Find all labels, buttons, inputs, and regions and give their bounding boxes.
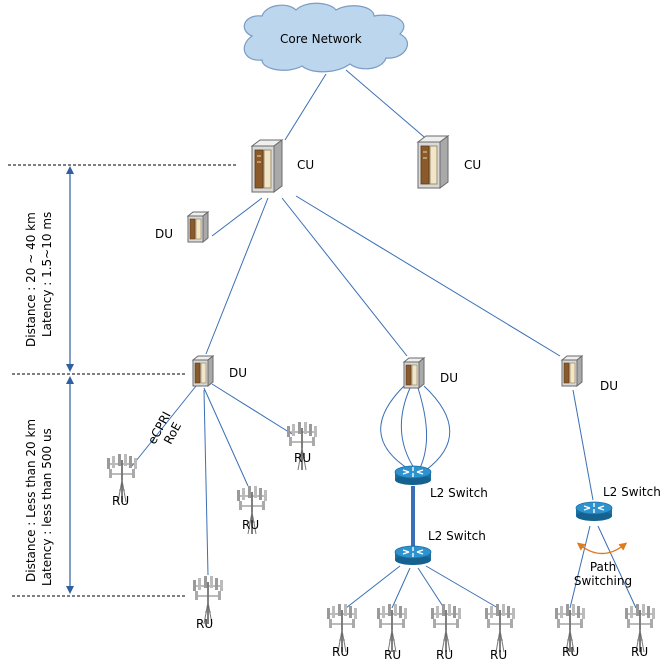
ru-label: RU [294, 451, 312, 465]
cu-second-label: CU [464, 158, 482, 172]
ru-label: RU [436, 648, 454, 662]
link-du-mid-sw-c [417, 387, 427, 469]
link-du-right-sw [572, 389, 594, 501]
link-du-left-ru1 [131, 385, 197, 467]
link-du-mid-sw-a [380, 385, 411, 471]
ru-tower-icon [430, 603, 462, 653]
link-sw-right-ru1 [569, 525, 591, 609]
l2-switch-upper-label: L2 Switch [430, 486, 488, 500]
lower-distance-label: Distance : Less than 20 km [24, 418, 38, 582]
link-sw-lower-ru2 [391, 567, 411, 609]
ru-label: RU [332, 645, 350, 659]
du-left-label: DU [229, 366, 248, 380]
link-sw-right-ru2 [597, 525, 637, 609]
core-network-label: Core Network [280, 32, 362, 46]
link-sw-lower-ru1 [345, 565, 401, 609]
link-du-left-ru3 [211, 383, 293, 435]
ru-tower-icon [376, 603, 408, 653]
link-core-cu-second [345, 69, 431, 143]
link-cu-du-top [211, 197, 263, 237]
link-cu-du-mid [281, 197, 408, 357]
ru-label: RU [242, 518, 260, 532]
links [131, 69, 637, 609]
l2-switch-right-icon [575, 501, 613, 522]
path-switching-line1: Path [589, 560, 617, 574]
cu-main-label: CU [297, 158, 315, 172]
ru-label: RU [631, 645, 649, 659]
ru-label: RU [196, 617, 214, 631]
link-du-mid-sw-b [400, 387, 415, 469]
ru-label: RU [562, 645, 580, 659]
ru-label: RU [490, 648, 508, 662]
upper-distance-label: Distance : 20 ~ 40 km [24, 212, 38, 347]
link-cu-du-right [295, 195, 561, 357]
l2-switch-lower-label: L2 Switch [428, 529, 486, 543]
link-core-cu-main [284, 73, 327, 141]
du-mid-label: DU [440, 371, 459, 385]
cu-second-server-icon [417, 135, 449, 189]
link-sw-lower-ru3 [417, 567, 445, 609]
path-switching-arrow [576, 542, 628, 555]
path-switching-label: Path Switching [574, 560, 632, 588]
l2-switch-upper-icon [394, 465, 432, 486]
link-du-left-ru2 [203, 387, 249, 487]
du-left-server-icon [192, 355, 214, 387]
lower-latency-label: Latency : less than 500 us [40, 428, 54, 586]
du-top-label: DU [155, 227, 174, 241]
link-du-mid-sw-d [423, 385, 451, 471]
l2-switch-lower-icon [394, 545, 432, 566]
upper-latency-label: Latency : 1.5~10 ms [40, 211, 54, 337]
du-right-server-icon [561, 355, 583, 387]
link-du-left-ru4 [203, 389, 209, 576]
dimension-markers [8, 164, 238, 597]
link-sw-lower-ru4 [425, 565, 499, 609]
ru-label: RU [112, 494, 130, 508]
du-top-server-icon [187, 211, 209, 243]
ru-tower-icon [484, 603, 516, 653]
l2-switch-right-label: L2 Switch [603, 485, 661, 499]
du-right-label: DU [600, 379, 619, 393]
path-switching-line2: Switching [573, 574, 633, 588]
cu-main-server-icon [251, 139, 283, 193]
ru-label: RU [384, 648, 402, 662]
link-cu-du-left [205, 197, 269, 355]
core-network-cloud [243, 2, 408, 73]
du-mid-server-icon [403, 357, 425, 389]
